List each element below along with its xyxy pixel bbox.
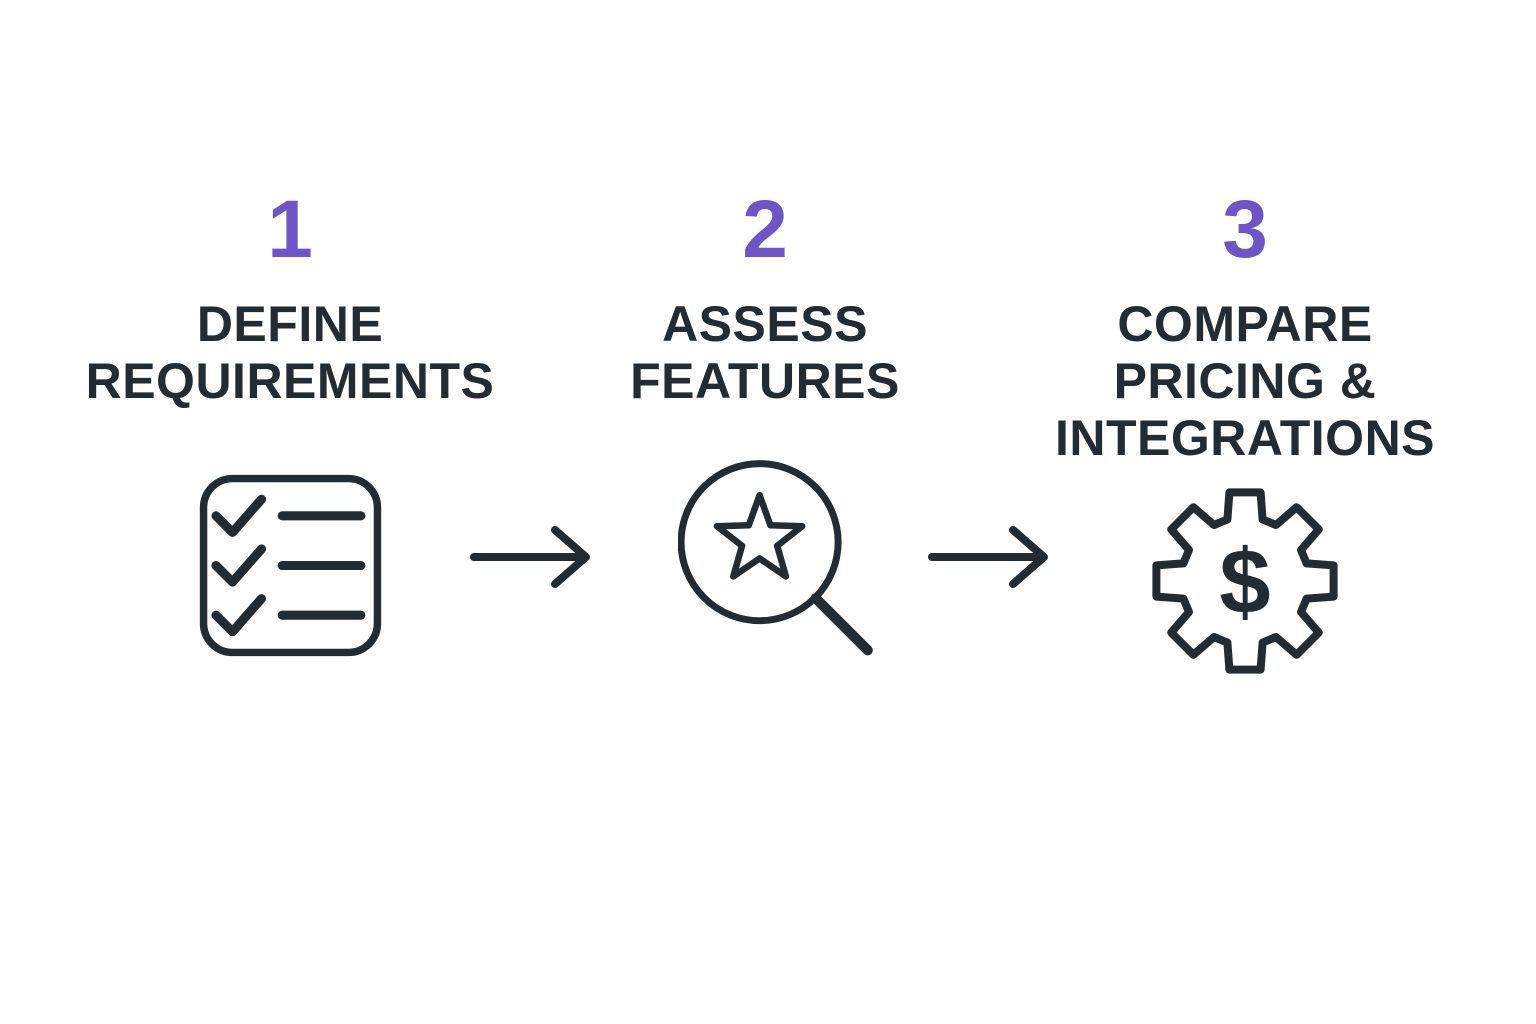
step-title: ASSESS FEATURES <box>605 296 925 410</box>
title-line: FEATURES <box>630 353 900 409</box>
step-number: 1 <box>267 184 313 275</box>
title-line: PRICING & <box>1113 353 1377 409</box>
step-number: 2 <box>742 184 788 275</box>
title-line: DEFINE <box>196 296 384 352</box>
title-line: INTEGRATIONS <box>1054 410 1436 466</box>
checklist-icon <box>199 474 381 657</box>
title-line: COMPARE <box>1117 296 1373 352</box>
step-title: DEFINE REQUIREMENTS <box>70 296 510 410</box>
step-number: 3 <box>1222 184 1268 275</box>
star-search-icon <box>678 460 873 656</box>
dollar-symbol: $ <box>1219 531 1270 633</box>
arrow-right-icon <box>470 526 590 588</box>
step-assess-features: 2 ASSESS FEATURES <box>605 184 925 664</box>
step-define-requirements: 1 DEFINE REQUIREMENTS <box>70 184 510 669</box>
title-line: REQUIREMENTS <box>85 353 495 409</box>
step-title: COMPARE PRICING & INTEGRATIONS <box>1025 296 1465 467</box>
title-line: ASSESS <box>662 296 868 352</box>
arrow-right-icon <box>928 526 1048 588</box>
step-compare-pricing-integrations: 3 COMPARE PRICING & INTEGRATIONS $ <box>1025 184 1465 681</box>
gear-dollar-icon: $ <box>1152 488 1338 674</box>
